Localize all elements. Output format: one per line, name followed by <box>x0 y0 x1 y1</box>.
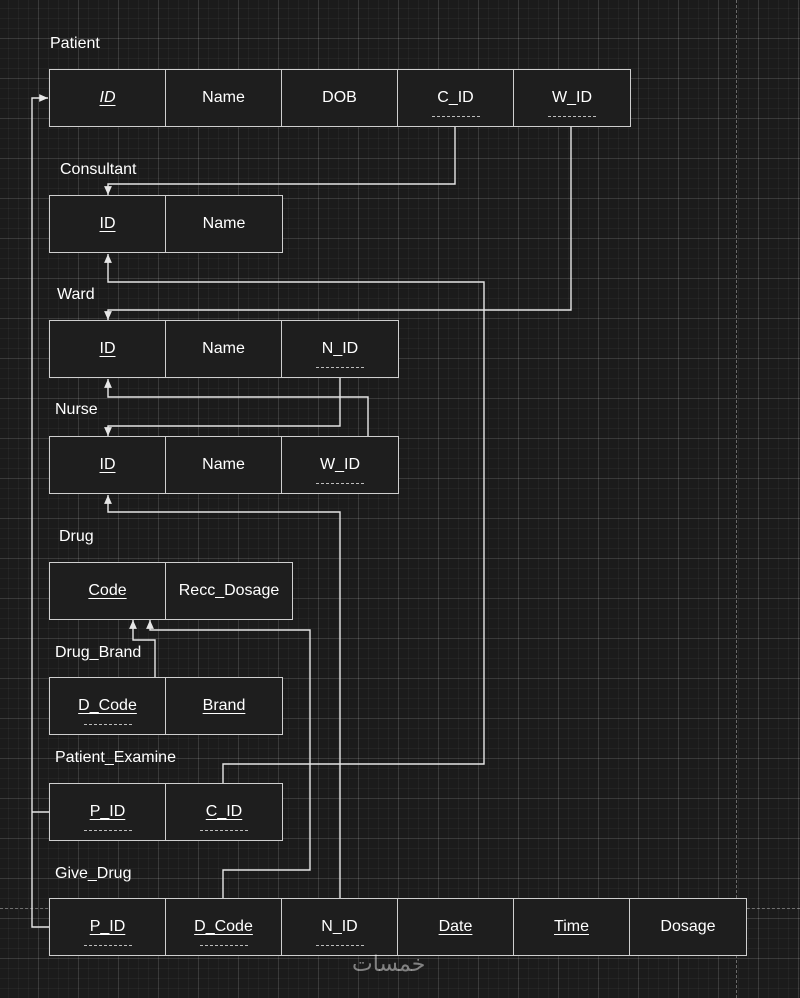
consultant-table-title: Consultant <box>60 161 137 178</box>
ward-table-title: Ward <box>57 286 95 303</box>
ward-table[interactable]: ID Name N_ID <box>49 320 399 378</box>
give-drug-dcode-cell[interactable]: D_Code <box>166 899 282 955</box>
nurse-table[interactable]: ID Name W_ID <box>49 436 399 494</box>
consultant-id-cell[interactable]: ID <box>50 196 166 252</box>
ward-name-cell[interactable]: Name <box>166 321 282 377</box>
patient-name-cell[interactable]: Name <box>166 70 282 126</box>
patient-id-reference-line <box>31 94 50 928</box>
watermark-logo: خمسات <box>352 952 426 977</box>
ward-nid-cell[interactable]: N_ID <box>282 321 398 377</box>
drug-recc-dosage-cell[interactable]: Recc_Dosage <box>178 582 280 599</box>
consultant-table[interactable]: ID Name <box>49 195 283 253</box>
givedrug-dcode-to-drug-line <box>146 620 311 898</box>
nurse-wid-to-ward-line <box>104 379 369 436</box>
patient-id-cell[interactable]: ID <box>50 70 166 126</box>
givedrug-nid-to-nurse-line <box>104 495 341 898</box>
drug-brand-table-title: Drug_Brand <box>55 644 142 661</box>
patient-table[interactable]: ID Name DOB C_ID W_ID <box>49 69 631 127</box>
patient-examine-cid-cell[interactable]: C_ID <box>166 784 282 840</box>
drug-brand-dcode-cell[interactable]: D_Code <box>50 678 166 734</box>
patient-dob-cell[interactable]: DOB <box>282 70 398 126</box>
patient-table-title: Patient <box>50 35 100 52</box>
nurse-name-cell[interactable]: Name <box>166 437 282 493</box>
patient-wid-to-ward-line <box>104 127 572 320</box>
give-drug-time-cell[interactable]: Time <box>514 899 630 955</box>
patient-examine-pid-cell[interactable]: P_ID <box>50 784 166 840</box>
give-drug-table-title: Give_Drug <box>55 865 132 882</box>
give-drug-date-cell[interactable]: Date <box>398 899 514 955</box>
patient-wid-cell[interactable]: W_ID <box>514 70 630 126</box>
give-drug-pid-cell[interactable]: P_ID <box>50 899 166 955</box>
patient-cid-to-consultant-line <box>104 127 456 195</box>
consultant-name-cell[interactable]: Name <box>202 215 246 232</box>
ward-nid-to-nurse-line <box>104 378 341 436</box>
drug-table[interactable]: Code Recc_Dosage <box>49 562 293 620</box>
give-drug-dosage-cell[interactable]: Dosage <box>660 918 716 935</box>
drug-table-title: Drug <box>59 528 94 545</box>
drug-brand-brand-cell[interactable]: Brand <box>202 697 246 714</box>
nurse-wid-cell[interactable]: W_ID <box>282 437 398 493</box>
give-drug-table[interactable]: P_ID D_Code N_ID Date Time Dosage <box>49 898 747 956</box>
page-boundary-vertical <box>736 0 737 998</box>
drug-brand-table[interactable]: D_Code Brand <box>49 677 283 735</box>
patient-examine-table-title: Patient_Examine <box>55 749 176 766</box>
nurse-table-title: Nurse <box>55 401 98 418</box>
patient-examine-table[interactable]: P_ID C_ID <box>49 783 283 841</box>
patientexamine-cid-to-consultant-line <box>104 254 485 783</box>
ward-id-cell[interactable]: ID <box>50 321 166 377</box>
nurse-id-cell[interactable]: ID <box>50 437 166 493</box>
drugbrand-dcode-to-drug-line <box>129 620 156 677</box>
patient-cid-cell[interactable]: C_ID <box>398 70 514 126</box>
drug-code-cell[interactable]: Code <box>50 563 166 619</box>
give-drug-nid-cell[interactable]: N_ID <box>282 899 398 955</box>
